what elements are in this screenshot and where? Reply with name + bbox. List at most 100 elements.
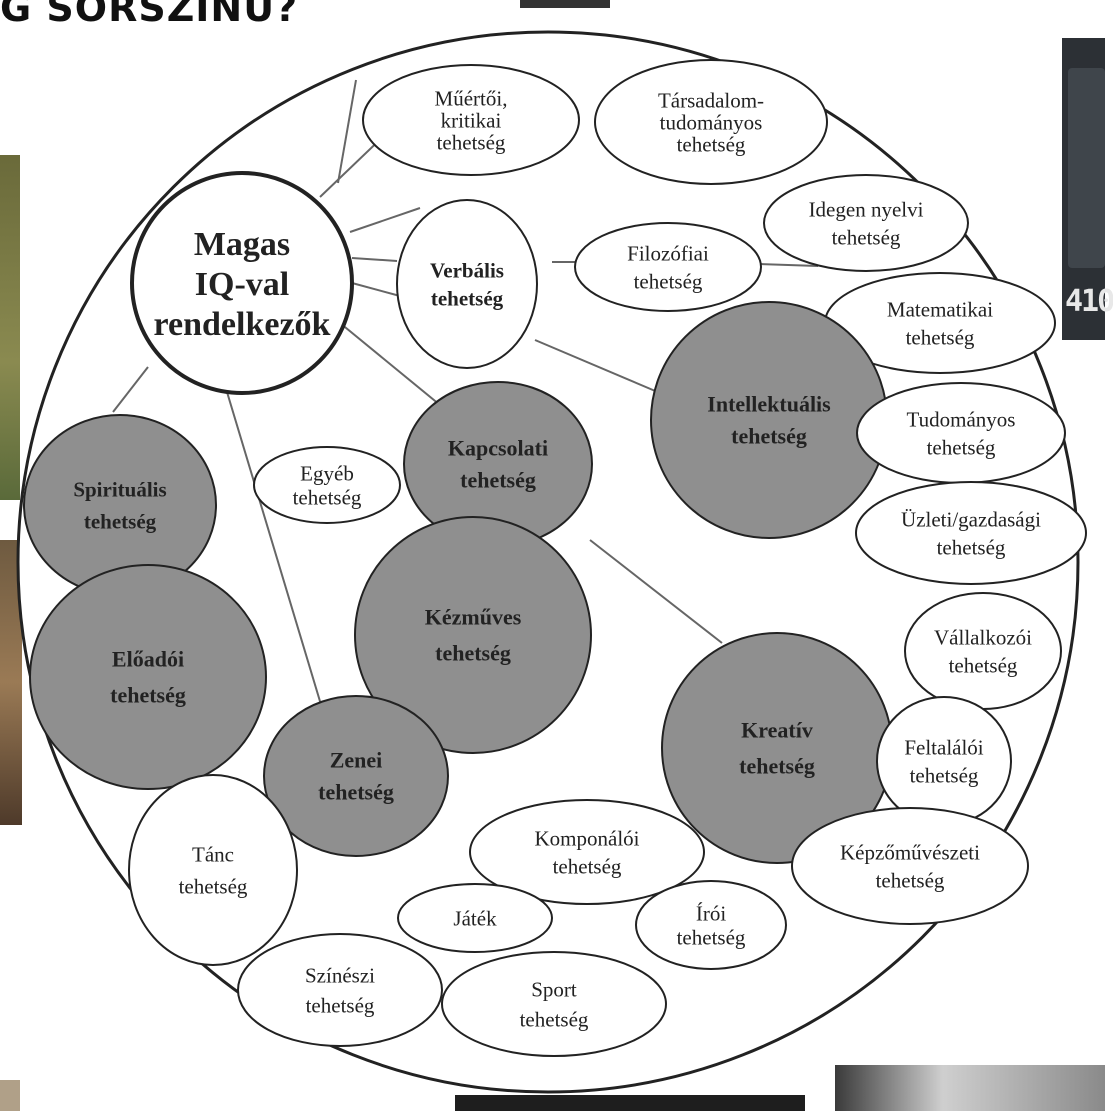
photo-fragment-left-bottom: [0, 540, 22, 825]
node-matematikai: Matematikai tehetség: [824, 272, 1056, 374]
node-idegen-label-line: Idegen nyelvi: [809, 197, 924, 221]
node-tudomanyos-label-line: tehetség: [927, 435, 996, 459]
node-intellektualis-label-line: Intellektuális: [707, 392, 831, 417]
node-zenei-bubble: [263, 695, 449, 857]
node-eloadoi: Előadói tehetség: [29, 564, 267, 790]
connector-line: [337, 79, 357, 184]
photo-fragment-top-center: [520, 0, 610, 8]
node-kepzomuveszeti-bubble: [791, 807, 1029, 925]
node-eloadoi-label-line: Előadói: [112, 647, 184, 672]
node-uzleti-label-line: tehetség: [937, 535, 1006, 559]
node-idegen-label-line: tehetség: [832, 225, 901, 249]
connector-line: [339, 322, 441, 406]
node-idegen-bubble: [763, 174, 969, 272]
node-tanc-label-line: Tánc: [192, 842, 234, 866]
node-muertoi-label-line: Műértői,: [435, 86, 508, 110]
node-kezmuves-label-line: tehetség: [435, 641, 511, 666]
node-tudomanyos-label-line: Tudományos: [907, 407, 1016, 431]
node-szineszi-bubble: [237, 933, 443, 1047]
node-spiritualis-label-line: tehetség: [84, 509, 157, 533]
node-intellektualis-label-line: tehetség: [731, 424, 807, 449]
node-tarsadalom-label-line: tehetség: [677, 132, 746, 156]
node-eloadoi-label-line: tehetség: [110, 683, 186, 708]
node-vallalkozoi-label-line: tehetség: [949, 653, 1018, 677]
photo-fragment-bottom-left: [0, 1080, 20, 1111]
node-intellektualis-bubble: [650, 301, 888, 539]
connector-line: [351, 257, 398, 262]
node-tudomanyos-bubble: [856, 382, 1066, 484]
node-feltalaloi-label-line: Feltalálói: [904, 735, 983, 759]
node-vallalkozoi-bubble: [904, 592, 1062, 710]
center-node-label-line: rendelkezők: [154, 306, 331, 343]
node-muertoi-bubble: [362, 64, 580, 176]
page-heading: G SORSZÍNŰ?: [0, 0, 299, 30]
node-verbalis-label-line: tehetség: [431, 286, 504, 310]
node-spiritualis: Spirituális tehetség: [23, 414, 217, 596]
node-jatek: Játék: [397, 883, 553, 953]
node-muertoi-label-line: kritikai: [441, 108, 502, 132]
node-jatek-label-line: Játék: [453, 906, 497, 930]
node-filozofiai: Filozófiai tehetség: [574, 222, 762, 312]
node-intellektualis: Intellektuális tehetség: [650, 301, 888, 539]
node-kepzomuveszeti-label-line: Képzőművészeti: [840, 840, 980, 864]
node-egyeb-label-line: tehetség: [293, 485, 362, 509]
node-tarsadalom-label-line: Társadalom-: [658, 88, 764, 112]
node-tarsadalom-label-line: tudományos: [660, 110, 763, 134]
node-idegen: Idegen nyelvi tehetség: [763, 174, 969, 272]
node-filozofiai-label-line: tehetség: [634, 269, 703, 293]
connector-line: [112, 366, 149, 413]
node-komponaloi-label-line: tehetség: [553, 854, 622, 878]
node-feltalaloi-bubble: [876, 696, 1012, 826]
node-filozofiai-label-line: Filozófiai: [627, 241, 709, 265]
node-egyeb-bubble: [253, 446, 401, 524]
node-filozofiai-bubble: [574, 222, 762, 312]
connector-line: [226, 391, 323, 709]
node-tanc: Tánc tehetség: [128, 774, 298, 966]
node-kezmuves-bubble: [354, 516, 592, 754]
center-node-label-line: Magas: [194, 226, 290, 263]
node-verbalis-bubble: [396, 199, 538, 369]
photo-fragment-bottom-center: [455, 1095, 805, 1111]
node-tarsadalom-bubble: [594, 59, 828, 185]
connector-line: [534, 339, 661, 394]
photo-fragment-bottom-right: [835, 1065, 1105, 1111]
node-tudomanyos: Tudományos tehetség: [856, 382, 1066, 484]
node-komponaloi-bubble: [469, 799, 705, 905]
node-kreativ-label-line: tehetség: [739, 754, 815, 779]
node-uzleti-bubble: [855, 481, 1087, 585]
node-iroi-bubble: [635, 880, 787, 970]
node-iroi-label-line: tehetség: [677, 925, 746, 949]
node-iroi-label-line: Írói: [696, 901, 726, 925]
node-jatek-bubble: [397, 883, 553, 953]
node-komponaloi-label-line: Komponálói: [535, 826, 640, 850]
node-sport-label-line: tehetség: [520, 1007, 589, 1031]
center-node-label-line: IQ-val: [195, 266, 289, 303]
node-egyeb-label-line: Egyéb: [300, 461, 354, 485]
connector-line: [351, 282, 401, 297]
node-tanc-label-line: tehetség: [179, 874, 248, 898]
node-kapcsolati-label-line: Kapcsolati: [448, 436, 548, 461]
photo-fragment-right: 410: [1062, 38, 1113, 340]
node-matematikai-label-line: Matematikai: [887, 297, 993, 321]
node-kepzomuveszeti-label-line: tehetség: [876, 868, 945, 892]
node-spiritualis-label-line: Spirituális: [73, 477, 166, 501]
talent-nodes: Műértői,kritikaitehetségTársadalom-tudom…: [23, 59, 1087, 1057]
node-uzleti-label-line: Üzleti/gazdasági: [901, 507, 1041, 531]
node-muertoi-label-line: tehetség: [437, 130, 506, 154]
node-uzleti: Üzleti/gazdasági tehetség: [855, 481, 1087, 585]
node-matematikai-label-line: tehetség: [906, 325, 975, 349]
node-tanc-bubble: [128, 774, 298, 966]
connector-line: [349, 207, 421, 233]
node-kapcsolati-label-line: tehetség: [460, 468, 536, 493]
